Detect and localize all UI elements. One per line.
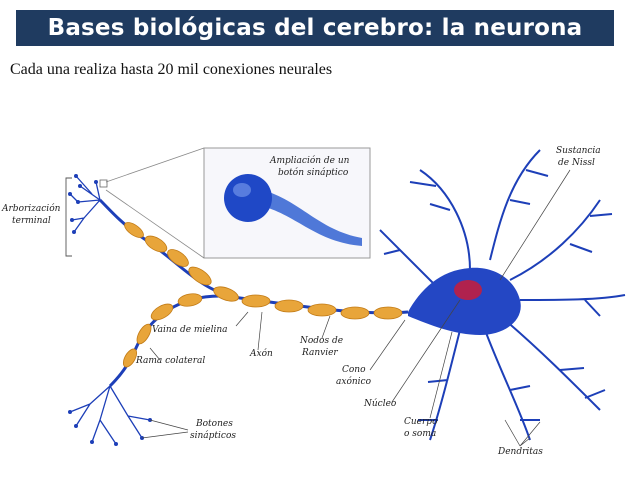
label-cono-2: axónico bbox=[336, 376, 372, 387]
nucleus bbox=[454, 280, 482, 300]
label-botones-1: Botones bbox=[195, 419, 233, 429]
synaptic-button-enlarged bbox=[224, 174, 362, 246]
leader-lines bbox=[141, 169, 571, 447]
label-rama: Rama colateral bbox=[135, 356, 205, 366]
terminal-arborization bbox=[69, 175, 101, 233]
cell-body-soma bbox=[408, 267, 521, 335]
label-dendritas: Dendritas bbox=[497, 447, 543, 457]
label-cuerpo-1: Cuerpo bbox=[404, 417, 438, 427]
label-arborizacion-1: Arborización bbox=[1, 203, 61, 214]
label-arborizacion-2: terminal bbox=[12, 216, 51, 226]
label-cuerpo-2: o soma bbox=[404, 429, 436, 439]
neuron-diagram: Ampliación de un botón sináptico Sustanc… bbox=[1, 146, 626, 457]
label-sustancia-1: Sustancia bbox=[556, 146, 601, 156]
inset-source-marker bbox=[99, 179, 108, 188]
label-botones-2: sinápticos bbox=[190, 430, 236, 441]
label-nodos-2: Ranvier bbox=[301, 348, 338, 358]
myelin-sheath bbox=[122, 222, 403, 368]
label-nucleo: Núcleo bbox=[363, 398, 397, 409]
arborization-bracket bbox=[65, 177, 72, 257]
label-axon: Axón bbox=[249, 348, 273, 359]
label-ampliacion-2: botón sináptico bbox=[278, 167, 349, 178]
synaptic-buttons-branches bbox=[69, 385, 151, 445]
slide-subtitle: Cada una realiza hasta 20 mil conexiones… bbox=[10, 61, 333, 78]
slide-title: Bases biológicas del cerebro: la neurona bbox=[16, 10, 614, 46]
label-nodos-1: Nodos de bbox=[299, 336, 343, 346]
label-sustancia-2: de Nissl bbox=[558, 158, 595, 168]
label-cono-1: Cono bbox=[342, 365, 366, 375]
label-vaina: Vaina de mielina bbox=[152, 325, 228, 335]
label-ampliacion-1: Ampliación de un bbox=[269, 155, 350, 166]
